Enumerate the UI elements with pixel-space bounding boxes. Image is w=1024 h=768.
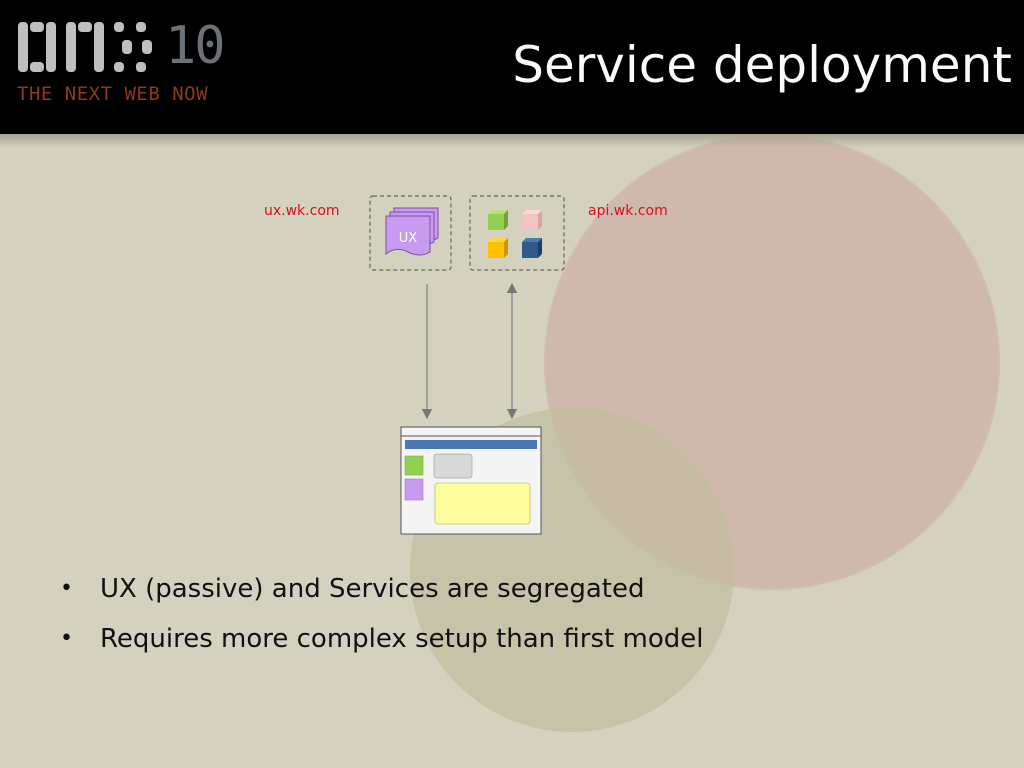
logo-tagline: THE NEXT WEB NOW — [17, 83, 209, 105]
bullet-icon: • — [60, 576, 73, 601]
ux-domain-label: ux.wk.com — [264, 203, 340, 219]
yellow-cube-icon — [488, 238, 508, 258]
header-bar: 10 THE NEXT WEB NOW Service deployment — [0, 0, 1024, 134]
ux-server-box — [369, 195, 452, 271]
ux-badge-text: UX — [399, 231, 418, 246]
logo-number: 10 — [165, 16, 226, 76]
api-server-box — [469, 195, 565, 271]
api-domain-label: api.wk.com — [588, 203, 668, 219]
header-shadow — [0, 134, 1024, 148]
bullet-text: UX (passive) and Services are segregated — [100, 574, 645, 604]
bullet-text: Requires more complex setup than first m… — [100, 624, 704, 654]
ux-documents-icon — [385, 207, 439, 256]
bullet-icon: • — [60, 626, 73, 651]
list-item: • Requires more complex setup than first… — [60, 618, 703, 668]
client-browser-window — [400, 426, 542, 535]
blue-cube-icon — [522, 238, 542, 258]
green-cube-icon — [488, 210, 508, 230]
pink-cube-icon — [522, 210, 542, 230]
bullet-list: • UX (passive) and Services are segregat… — [60, 568, 703, 668]
mix-logo-icon — [18, 22, 152, 72]
slide-title: Service deployment — [512, 36, 1012, 94]
list-item: • UX (passive) and Services are segregat… — [60, 568, 703, 618]
